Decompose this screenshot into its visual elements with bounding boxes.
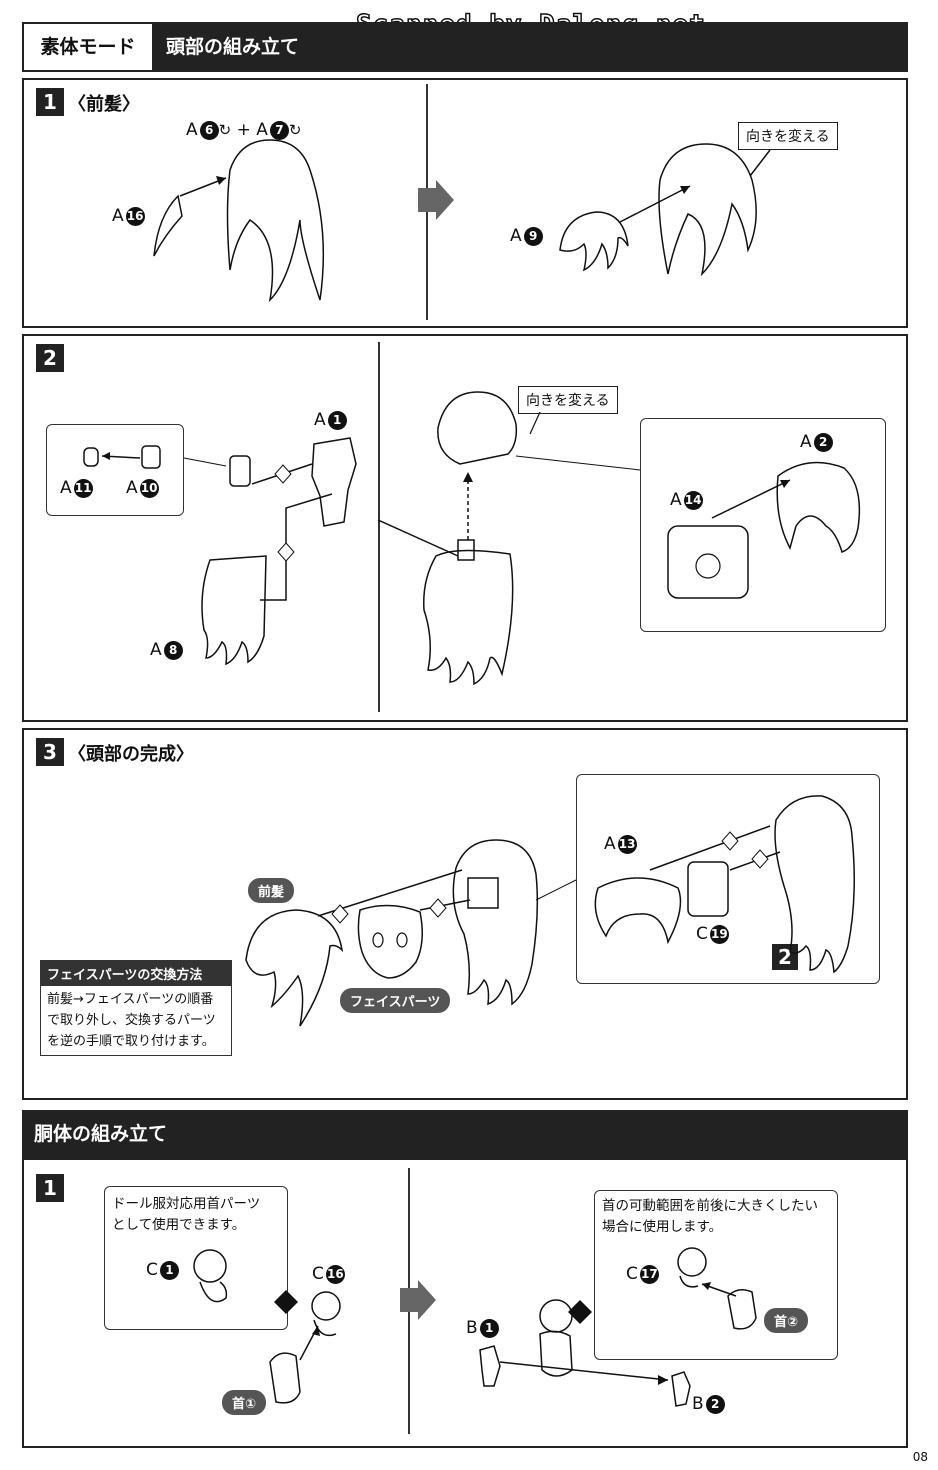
next-step-arrow (400, 1280, 436, 1320)
swap-marker-icon (274, 1290, 298, 1314)
face-swap-info-body: 前髪→フェイスパーツの順番 で取り外し、交換するパーツ を逆の手順で取り付けます… (47, 992, 216, 1049)
order-2-marker (277, 542, 295, 562)
step3-title: 〈頭部の完成〉 (68, 744, 194, 765)
face-swap-info-title: フェイスパーツの交換方法 (41, 961, 231, 986)
detail-box-a10-a11 (46, 424, 184, 516)
step2-number: 2 (36, 344, 64, 372)
step1-number: 1 (36, 88, 64, 116)
step2-divider (378, 342, 380, 712)
section-title: 頭部の組み立て (152, 24, 906, 70)
detail-box-a2-a14 (640, 418, 886, 632)
neck1-pill: 首① (222, 1390, 267, 1415)
face-parts-pill: フェイスパーツ (340, 988, 451, 1013)
face-swap-info-box: フェイスパーツの交換方法 前髪→フェイスパーツの順番 で取り外し、交換するパーツ… (40, 960, 232, 1056)
order-2-marker (331, 904, 349, 924)
section-header: 素体モード 頭部の組み立て (22, 22, 908, 72)
note-left-text: ドール服対応用首パーツ として使用できます。 (112, 1196, 261, 1233)
order-1-marker (751, 849, 769, 869)
order-2-marker (721, 831, 739, 851)
clockwise-icon: ↻ (288, 121, 302, 139)
step3-number: 3 (36, 738, 64, 766)
order-1-marker (429, 898, 447, 918)
next-step-arrow (418, 180, 454, 220)
step1-title: 〈前髪〉 (68, 94, 140, 115)
step1-panel (22, 78, 908, 328)
rotate-callout-2: 向きを変える (518, 386, 618, 414)
front-hair-pill: 前髪 (248, 878, 295, 903)
mode-label: 素体モード (24, 24, 152, 70)
torso-step1-number: 1 (36, 1174, 64, 1202)
note-right-text: 首の可動範囲を前後に大きくしたい 場合に使用します。 (602, 1198, 818, 1235)
clockwise-icon: ↻ (218, 121, 232, 139)
torso-section-header: 胴体の組み立て (22, 1110, 908, 1158)
rotate-callout-1: 向きを変える (738, 122, 838, 150)
neck2-pill: 首② (764, 1308, 809, 1333)
order-1-marker (274, 464, 292, 484)
ref-step-2-marker: 2 (772, 944, 798, 970)
page-number: 08 (912, 1450, 928, 1464)
